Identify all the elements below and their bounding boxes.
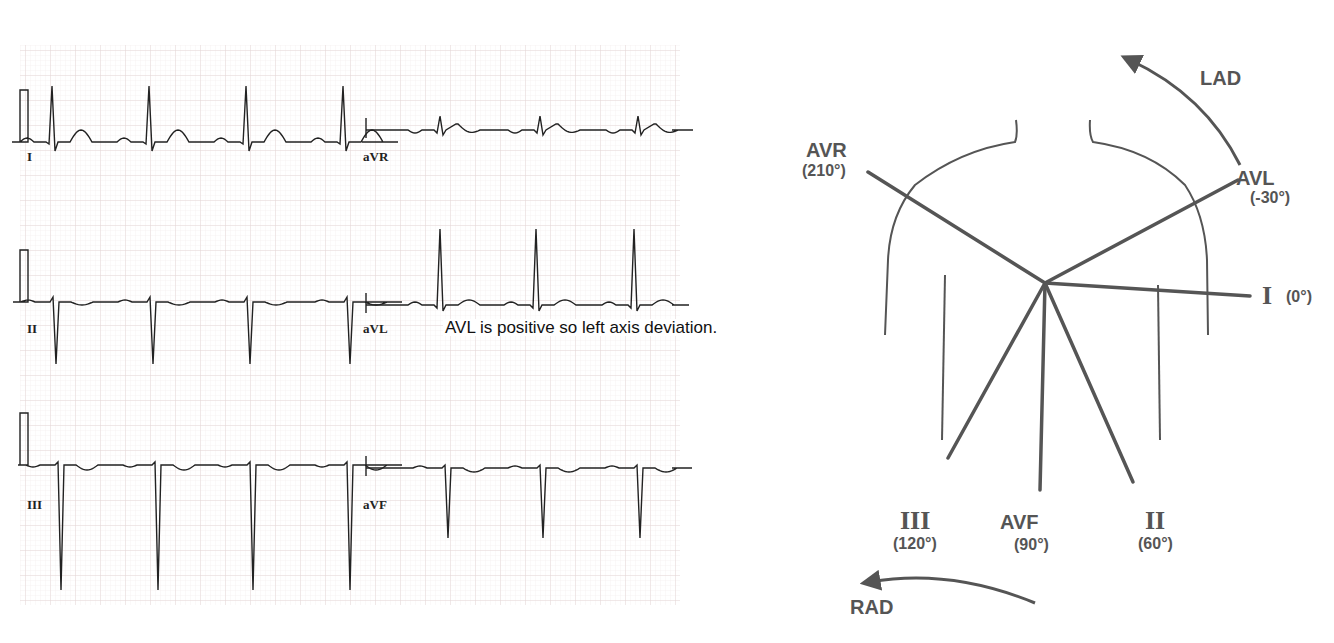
ecg-trace <box>366 229 689 313</box>
ecg-trace <box>366 456 692 538</box>
deviation-arrows <box>870 60 1240 603</box>
ecg-trace <box>13 250 402 364</box>
axis-degree: (90°) <box>1014 537 1049 553</box>
deviation-label: LAD <box>1200 68 1241 88</box>
axis-degree: (120°) <box>893 536 937 552</box>
ecg-trace <box>18 413 402 590</box>
axis-name: I <box>1262 283 1272 309</box>
ecg-trace <box>12 86 398 151</box>
axis-degree: (-30°) <box>1250 190 1290 206</box>
axis-name: AVR <box>806 140 847 160</box>
axis-name: AVF <box>1000 512 1039 532</box>
deviation-label: RAD <box>850 597 893 617</box>
axis-name: AVL <box>1236 168 1275 188</box>
lead-name: aVF <box>363 498 387 511</box>
axis-name: II <box>1145 508 1165 534</box>
axis-degree: (60°) <box>1138 536 1173 552</box>
lead-name: III <box>27 498 42 511</box>
lead-name: aVL <box>363 322 388 335</box>
axis-degree: (210°) <box>802 163 846 179</box>
body-outline <box>885 120 1208 440</box>
annotation-note: AVL is positive so left axis deviation. <box>443 319 719 336</box>
lead-name: aVR <box>363 150 388 163</box>
axis-name: III <box>900 508 930 534</box>
axis-degree: (0°) <box>1286 289 1312 305</box>
hexaxial-lines <box>868 172 1250 490</box>
lead-name: I <box>27 150 32 163</box>
ecg-traces <box>12 86 693 590</box>
ecg-trace <box>366 116 693 138</box>
lead-name: II <box>27 322 37 335</box>
